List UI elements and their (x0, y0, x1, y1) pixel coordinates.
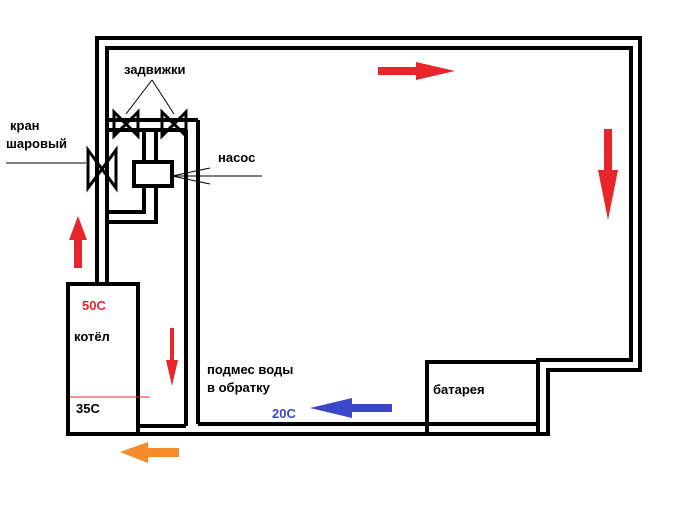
red-arrow-icon (166, 328, 178, 386)
orange-arrow-icon (120, 442, 179, 463)
mix-label-line1: подмес воды (207, 362, 293, 377)
pipe-loop (66, 36, 642, 436)
ball-valve (86, 145, 118, 193)
radiator-label: батарея (433, 382, 485, 397)
mix-label-line2: в обратку (207, 380, 271, 395)
gate-valve-2 (160, 108, 188, 140)
pump-outlet-left (107, 186, 146, 214)
pump-label: насос (218, 150, 255, 165)
gate-valve-1 (112, 108, 140, 140)
pump-body (132, 160, 174, 188)
supply-temp-label: 50С (82, 298, 106, 313)
valves-label: задвижки (124, 62, 185, 77)
red-arrow-icon (69, 216, 87, 268)
blue-arrow-icon (310, 398, 392, 418)
radiator (425, 360, 540, 436)
return-temp-label: 35С (76, 401, 100, 416)
supply-pipe-outer (66, 36, 642, 436)
boiler-label: котёл (74, 329, 110, 344)
ball-valve-label-line2: шаровый (6, 136, 67, 151)
label-pointers (6, 79, 262, 185)
radiator-temp-label: 20С (272, 406, 296, 421)
red-arrow-icon (378, 62, 455, 80)
pump-outlet-right (107, 186, 158, 224)
ball-valve-label-line1: кран (10, 118, 40, 133)
boiler (66, 282, 140, 436)
red-arrow-icon (598, 129, 618, 220)
